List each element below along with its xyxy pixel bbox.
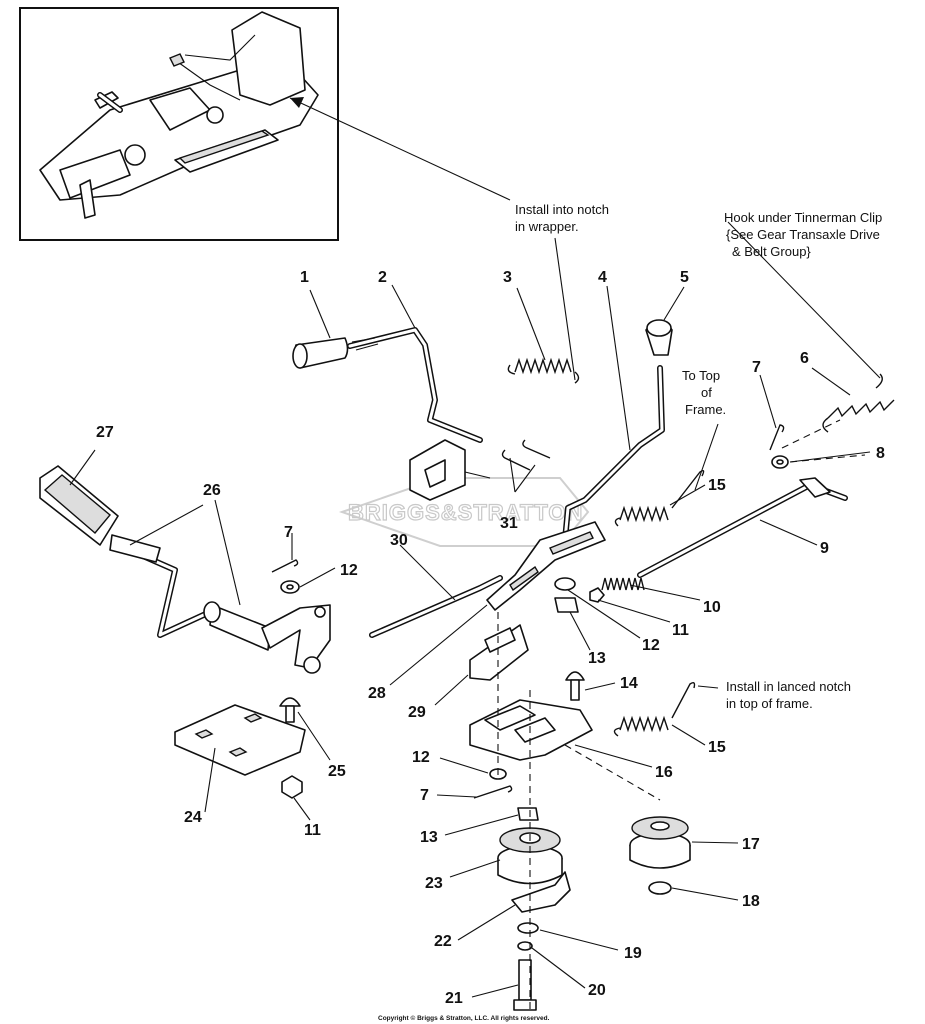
- callout-24: 24: [184, 809, 202, 826]
- part-12-washer-left: [280, 580, 300, 594]
- callout-12-left: 12: [340, 562, 358, 579]
- callout-20: 20: [588, 982, 606, 999]
- callout-11-lower: 11: [304, 822, 321, 839]
- callout-15-lower: 15: [708, 739, 726, 756]
- part-6-spring: [822, 373, 895, 433]
- callout-1: 1: [300, 269, 309, 286]
- mounting-bracket: [409, 439, 491, 501]
- callout-2: 2: [378, 269, 387, 286]
- part-30-rod: [369, 575, 503, 638]
- callout-19: 19: [624, 945, 642, 962]
- note-hook-line2: {See Gear Transaxle Drive: [726, 227, 880, 242]
- part-11-nut-upper: [589, 587, 605, 603]
- callout-8: 8: [876, 445, 885, 462]
- callout-labels: 1 2 3 4 5 6 7 8 9 10 11 12 13 15 27 26 7…: [96, 269, 885, 1007]
- part-26-pedal-arm: [109, 534, 331, 674]
- note-top-line2: of: [701, 385, 712, 400]
- copyright-text: Copyright © Briggs & Stratton, LLC. All …: [378, 1014, 550, 1022]
- part-22-bracket: [511, 871, 571, 913]
- part-2-lever: [347, 327, 483, 443]
- callout-23: 23: [425, 875, 443, 892]
- callout-25: 25: [328, 763, 346, 780]
- watermark-logo: BRIGGS&STRATTON: [338, 477, 590, 547]
- part-19-washer: [517, 922, 539, 934]
- part-16-bracket: [469, 699, 593, 761]
- callout-27: 27: [96, 424, 114, 441]
- callout-13-upper: 13: [588, 650, 606, 667]
- note-lanced-line2: in top of frame.: [726, 696, 813, 711]
- callout-21: 21: [445, 990, 463, 1007]
- callout-17: 17: [742, 836, 760, 853]
- note-top-line1: To Top: [682, 368, 720, 383]
- callout-11-upper: 11: [672, 622, 689, 639]
- part-29-bracket: [469, 624, 529, 681]
- part-11-nut-lower: [281, 775, 303, 799]
- callout-16: 16: [655, 764, 673, 781]
- callout-30: 30: [390, 532, 408, 549]
- annotation-notes: Install into notch in wrapper. Hook unde…: [515, 202, 882, 711]
- note-hook-line1: Hook under Tinnerman Clip: [724, 210, 882, 225]
- callout-12-lower: 12: [412, 749, 430, 766]
- callout-14: 14: [620, 675, 638, 692]
- watermark-text: BRIGGS&STRATTON: [348, 500, 583, 525]
- callout-9: 9: [820, 540, 829, 557]
- part-31-clips: [501, 439, 551, 471]
- part-15-spring-lower: [613, 681, 696, 737]
- part-8-washer: [771, 455, 789, 469]
- part-24-plate: [174, 704, 306, 776]
- callout-12-upper: 12: [642, 637, 660, 654]
- part-18-nut: [648, 881, 672, 895]
- inset-overview: [19, 7, 339, 241]
- part-7-cotter-pin-lower: [473, 785, 513, 799]
- part-14-bolt: [565, 671, 585, 701]
- part-17-pulley: [629, 816, 691, 869]
- part-12-washer-upper: [554, 577, 576, 591]
- part-20-lock-washer: [517, 941, 533, 951]
- part-13-nut-upper: [554, 597, 579, 613]
- callout-31: 31: [500, 515, 518, 532]
- part-15-spring-upper: [614, 469, 705, 527]
- callout-18: 18: [742, 893, 760, 910]
- part-3-spring: [507, 357, 580, 384]
- part-13-nut-lower: [517, 807, 539, 821]
- note-top-line3: Frame.: [685, 402, 726, 417]
- callout-22: 22: [434, 933, 452, 950]
- callout-28: 28: [368, 685, 386, 702]
- shift-plate: [486, 521, 606, 611]
- callout-29: 29: [408, 704, 426, 721]
- callout-13-lower: 13: [420, 829, 438, 846]
- part-27-grip: [39, 465, 119, 546]
- callout-15-upper: 15: [708, 477, 726, 494]
- part-1-knob: [292, 337, 349, 369]
- callout-10: 10: [703, 599, 721, 616]
- callout-7-right: 7: [752, 359, 761, 376]
- note-lanced-line1: Install in lanced notch: [726, 679, 851, 694]
- part-10-spring: [601, 577, 645, 591]
- leader-lines: [69, 221, 881, 998]
- part-25-bolt: [279, 697, 301, 723]
- part-7-cotter-pin-right: [769, 424, 785, 451]
- note-notch-line1: Install into notch: [515, 202, 609, 217]
- part-5-knob: [645, 319, 673, 356]
- note-hook-line3: & Belt Group}: [732, 244, 811, 259]
- part-9-rod: [637, 477, 848, 578]
- callout-5: 5: [680, 269, 689, 286]
- callout-26: 26: [203, 482, 221, 499]
- callout-4: 4: [598, 269, 607, 286]
- callout-6: 6: [800, 350, 809, 367]
- part-7-cotter-pin-left: [271, 559, 299, 573]
- callout-3: 3: [503, 269, 512, 286]
- part-4-rod: [562, 365, 665, 543]
- callout-7-lower: 7: [420, 787, 429, 804]
- part-21-bolt: [513, 959, 537, 1011]
- note-notch-line2: in wrapper.: [515, 219, 579, 234]
- callout-7-left: 7: [284, 524, 293, 541]
